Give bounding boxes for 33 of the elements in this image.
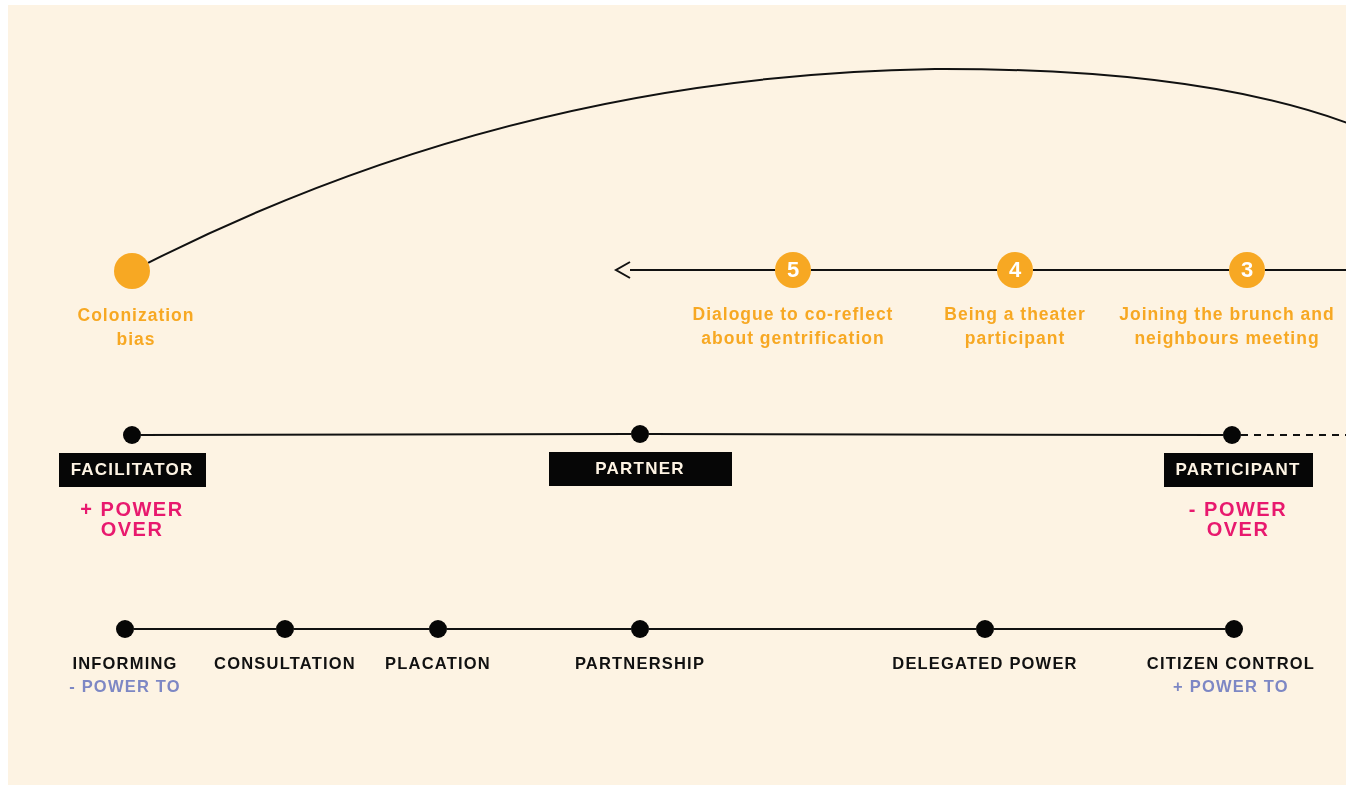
power-over-note: - POWER OVER [1187, 499, 1289, 539]
role-tag: PARTNER [548, 452, 732, 486]
connector-line [446, 628, 632, 630]
participation-level-label: INFORMING [72, 654, 178, 673]
connector-line [133, 628, 277, 630]
power-to-note: - POWER TO [69, 677, 181, 696]
power-to-note: + POWER TO [1173, 677, 1289, 696]
connector-line [1240, 434, 1346, 436]
role-tag: PARTICIPANT [1163, 453, 1313, 487]
connector-line [1032, 269, 1230, 271]
arrow [615, 261, 776, 279]
participation-level-label: CONSULTATION [214, 654, 356, 673]
connector-line [993, 628, 1226, 630]
connector-line [140, 433, 632, 436]
connector-line [648, 628, 977, 630]
step-label: Colonization bias [76, 304, 196, 351]
participation-level-label: PARTNERSHIP [574, 654, 706, 673]
step-number-badge: 5 [775, 252, 811, 288]
participation-level-label: DELEGATED POWER [892, 654, 1078, 673]
role-tag: FACILITATOR [58, 453, 206, 487]
connector-line [810, 269, 998, 271]
step-label: Joining the brunch and neighbours meeting [1118, 303, 1336, 350]
power-over-note: + POWER OVER [79, 499, 185, 539]
participation-level-label: PLACATION [385, 654, 491, 673]
connector-line [1264, 269, 1346, 271]
step-number-badge: 4 [997, 252, 1033, 288]
participation-level-label: CITIZEN CONTROL [1146, 654, 1316, 673]
curved-connector [147, 68, 1346, 264]
step-label: Being a theater participant [943, 303, 1087, 350]
step-number-badge: 3 [1229, 252, 1265, 288]
connector-line [648, 433, 1224, 436]
step-label: Dialogue to co-reflect about gentrification [691, 303, 895, 350]
connector-line [293, 628, 430, 630]
